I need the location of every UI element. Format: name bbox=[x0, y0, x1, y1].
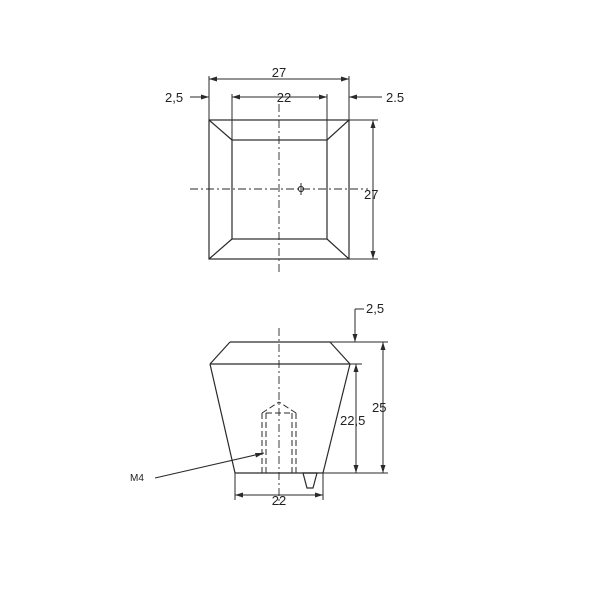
dim-label-right-bevel: 2.5 bbox=[386, 90, 404, 105]
thread-leader-line bbox=[154, 452, 265, 479]
bevel-line-tr bbox=[326, 119, 350, 141]
bevel-line-br bbox=[326, 238, 350, 260]
bevel-line-bl bbox=[208, 238, 233, 260]
dim-label-base-width: 22 bbox=[272, 493, 286, 508]
dim-label-overall-width: 27 bbox=[272, 65, 286, 80]
side-view: M4 2,5 22,5 25 22 bbox=[130, 301, 388, 508]
screw-tip bbox=[302, 472, 318, 489]
side-body-left-taper bbox=[209, 363, 236, 474]
side-body-right-taper bbox=[322, 363, 351, 474]
top-view-inner-square bbox=[231, 139, 328, 240]
dim-label-left-bevel: 2,5 bbox=[165, 90, 183, 105]
top-view: 27 22 2,5 2.5 27 bbox=[165, 65, 404, 275]
bevel-line-tl bbox=[208, 119, 233, 141]
thread-label: M4 bbox=[130, 473, 144, 484]
dim-label-top-step: 2,5 bbox=[366, 301, 384, 316]
dim-label-inner-width: 22 bbox=[277, 90, 291, 105]
dim-label-body-height: 22,5 bbox=[340, 413, 365, 428]
dim-label-overall-height: 27 bbox=[364, 187, 378, 202]
dim-label-total-height: 25 bbox=[372, 400, 386, 415]
hidden-threaded-hole bbox=[261, 401, 297, 473]
